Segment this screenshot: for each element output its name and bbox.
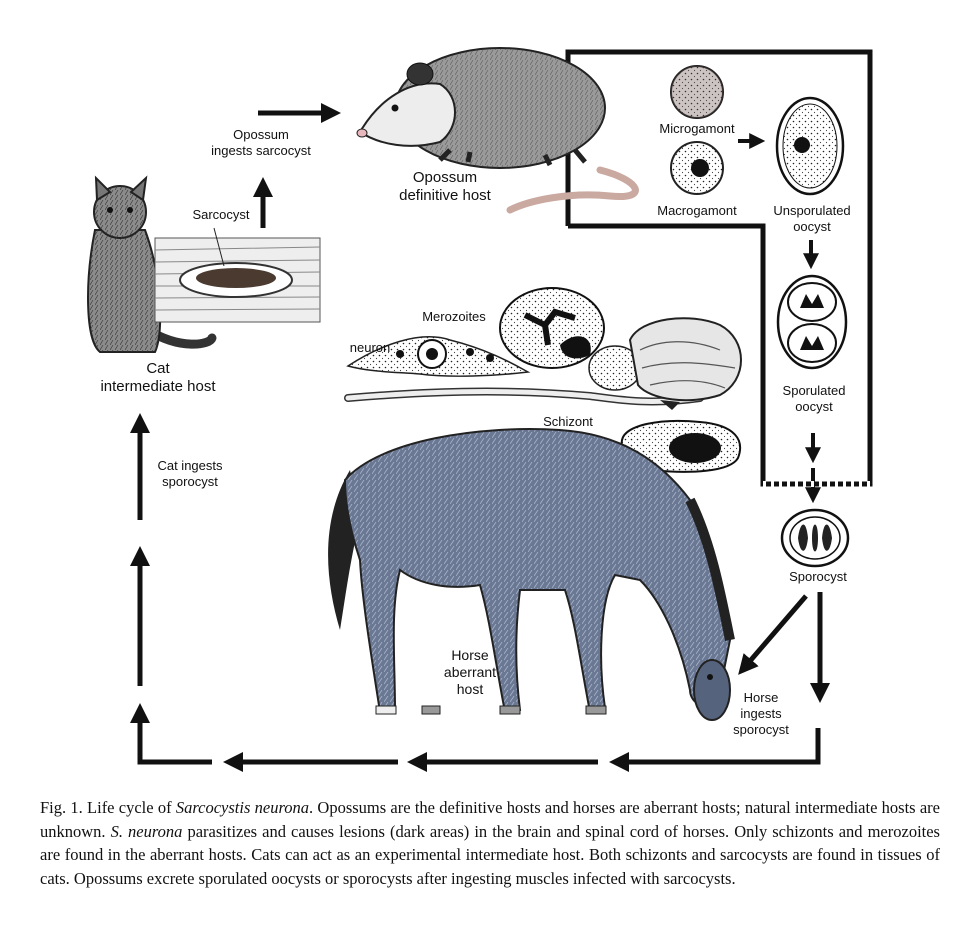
horse-illustration [328,429,730,720]
label-cat-ingests-l1: Cat ingests [140,458,240,474]
caption-part-1: Fig. 1. Life cycle of [40,798,176,817]
label-horse-host-l1: Horse [430,647,510,664]
label-sporulated-l2: oocyst [764,399,864,415]
label-unsporulated-l1: Unsporulated [760,203,864,219]
label-horse-ingests: Horse ingests sporocyst [716,690,806,738]
label-horse-host-l3: host [430,681,510,698]
label-cat-host: Cat intermediate host [88,360,228,396]
label-sporulated: Sporulated oocyst [764,383,864,415]
merozoites-cell [500,288,604,368]
sporocyst-cell [782,510,848,566]
label-unsporulated: Unsporulated oocyst [760,203,864,235]
label-opossum-host: Opossum definitive host [375,169,515,205]
label-unsporulated-l2: oocyst [760,219,864,235]
figure-caption: Fig. 1. Life cycle of Sarcocystis neuron… [40,796,940,890]
label-horse-ingests-l1: Horse [716,690,806,706]
label-sporulated-l1: Sporulated [764,383,864,399]
label-horse-host: Horse aberrant host [430,647,510,698]
label-cat-ingests: Cat ingests sporocyst [140,458,240,490]
sporulated-oocyst-cell [778,276,846,368]
arrow-to-horse [744,596,806,668]
label-neuron: neuron [340,340,400,356]
caption-species: Sarcocystis neurona [176,798,309,817]
label-cat-host-l2: intermediate host [88,378,228,396]
label-merozoites: Merozoites [404,309,504,325]
label-cat-host-l1: Cat [88,360,228,378]
caption-species-short: S. neurona [111,822,183,841]
label-opossum-host-l1: Opossum [375,169,515,187]
label-opossum-ingests-l2: ingests sarcocyst [196,143,326,159]
arrow-bottom-left-corner [140,712,212,762]
label-microgamont: Microgamont [647,121,747,137]
label-opossum-ingests-l1: Opossum [196,127,326,143]
label-horse-ingests-l2: ingests [716,706,806,722]
label-opossum-host-l2: definitive host [375,187,515,205]
label-horse-ingests-l3: sporocyst [716,722,806,738]
label-horse-host-l2: aberrant [430,664,510,681]
label-macrogamont: Macrogamont [647,203,747,219]
label-cat-ingests-l2: sporocyst [140,474,240,490]
label-schizont: Schizont [528,414,608,430]
label-sarcocyst: Sarcocyst [176,207,266,223]
label-sporocyst: Sporocyst [768,569,868,585]
label-opossum-ingests: Opossum ingests sarcocyst [196,127,326,159]
muscle-tissue [155,228,320,322]
